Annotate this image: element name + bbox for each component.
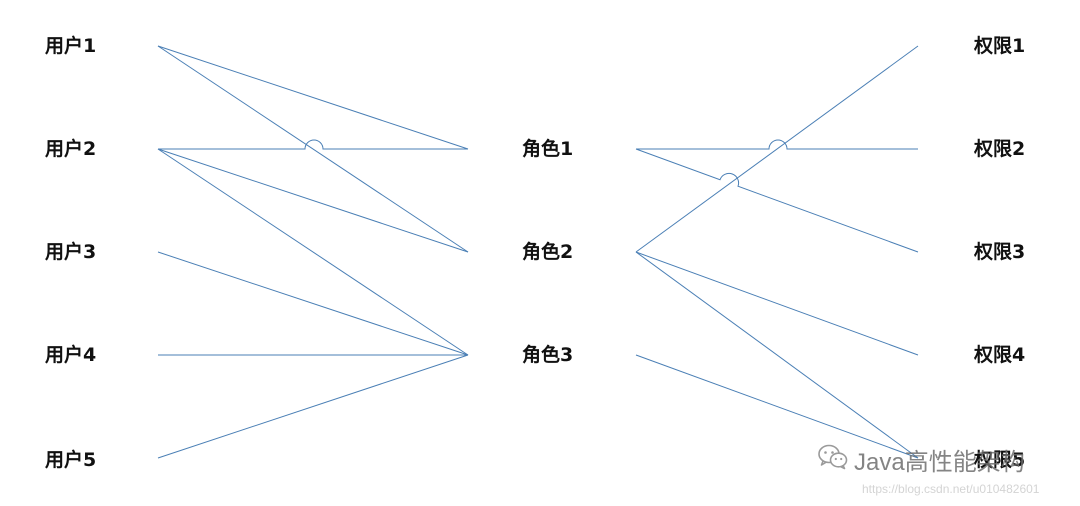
role-permission-link-r2-p1 bbox=[635, 45, 919, 253]
user-role-link-u3-r3 bbox=[157, 251, 469, 356]
permission-node: 权限1 bbox=[974, 35, 1026, 57]
user-role-link-u2-r3 bbox=[157, 148, 469, 356]
user-node: 用户2 bbox=[45, 138, 97, 160]
user-role-link-u5-r3 bbox=[157, 354, 469, 459]
role-permission-link-r1-p2 bbox=[636, 139, 918, 150]
user-role-link-u2-r1 bbox=[158, 139, 468, 150]
user-node: 用户5 bbox=[45, 449, 97, 471]
user-role-link-u1-r2 bbox=[157, 45, 469, 253]
user-node: 用户1 bbox=[45, 35, 97, 57]
user-node: 用户3 bbox=[45, 241, 97, 263]
permission-node: 权限2 bbox=[974, 138, 1026, 160]
permission-node: 权限4 bbox=[974, 344, 1026, 366]
user-role-link-u2-r2 bbox=[157, 148, 469, 253]
wechat-icon bbox=[818, 444, 848, 475]
watermark-text: Java高性能架构 bbox=[854, 448, 1025, 476]
permission-node: 权限3 bbox=[974, 241, 1026, 263]
role-node: 角色1 bbox=[522, 138, 574, 160]
user-role-link-u1-r1 bbox=[157, 45, 469, 150]
role-permission-link-r3-p5 bbox=[635, 354, 919, 459]
role-permission-link-r2-p4 bbox=[635, 251, 919, 356]
permission-node: 权限5 bbox=[974, 449, 1026, 471]
user-node: 用户4 bbox=[45, 344, 97, 366]
role-permission-link-r1-p3 bbox=[635, 148, 919, 253]
source-credit: https://blog.csdn.net/u010482601 bbox=[862, 482, 1040, 496]
role-permission-link-r2-p5 bbox=[635, 251, 919, 459]
watermark: Java高性能架构 bbox=[818, 444, 1025, 476]
role-node: 角色2 bbox=[522, 241, 574, 263]
role-node: 角色3 bbox=[522, 344, 574, 366]
